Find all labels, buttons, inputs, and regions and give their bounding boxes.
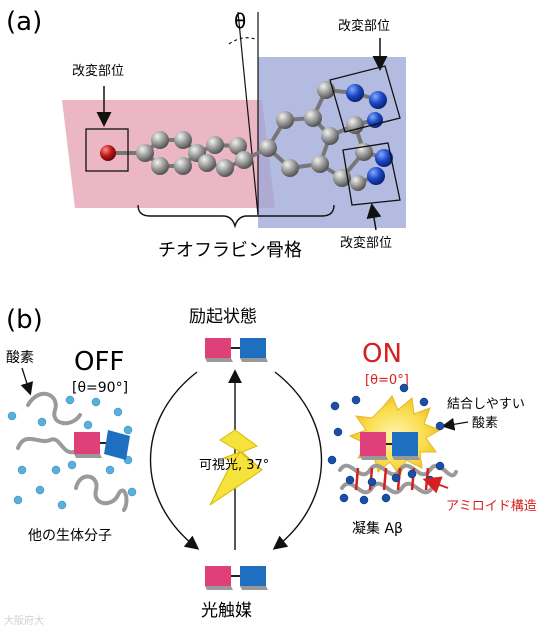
oxygen-molecules-on bbox=[327, 383, 445, 505]
mod-box-top-right bbox=[329, 65, 401, 133]
mod-label-top-right: 改変部位 bbox=[338, 18, 390, 34]
watermark: 大阪府大 bbox=[4, 614, 44, 627]
other-molecules-label: 他の生体分子 bbox=[28, 528, 112, 544]
bound-oxygen-line2: 酸素 bbox=[472, 416, 498, 431]
mod-label-bottom-right: 改変部位 bbox=[340, 235, 392, 251]
mod-label-left: 改変部位 bbox=[72, 63, 124, 79]
on-angle: [θ=0°] bbox=[365, 373, 409, 388]
catalyst-excited bbox=[205, 338, 268, 362]
carbon-atoms bbox=[136, 81, 373, 191]
oxygen-arrow bbox=[20, 367, 34, 396]
amyloid-arrow bbox=[422, 476, 449, 494]
lightning-tail-icon bbox=[209, 451, 263, 506]
excited-state-label: 励起状態 bbox=[189, 307, 257, 327]
theta-arc bbox=[228, 37, 259, 45]
decay-arrow-left bbox=[149, 371, 200, 550]
panel-b-label: (b) bbox=[6, 305, 43, 335]
catalyst-off bbox=[74, 430, 130, 460]
theta-line-tilted bbox=[237, 11, 259, 216]
light-label: 可視光, 37° bbox=[199, 458, 269, 473]
on-title: ON bbox=[362, 339, 402, 369]
oxygen-molecules-off bbox=[7, 395, 137, 510]
catalyst-on bbox=[360, 432, 420, 460]
bound-oxygen-line1: 結合しやすい bbox=[447, 397, 525, 412]
off-angle: [θ=90°] bbox=[72, 380, 128, 396]
photocatalyst-label: 光触媒 bbox=[201, 601, 252, 621]
amyloid-label: アミロイド構造 bbox=[446, 499, 537, 514]
arrow-mod-bottom-right bbox=[366, 203, 382, 231]
decay-arrow-right bbox=[272, 371, 323, 550]
panel-a-label: (a) bbox=[6, 7, 42, 37]
theta-symbol: θ bbox=[234, 9, 246, 33]
oxygen-label: 酸素 bbox=[6, 350, 34, 366]
mod-box-bottom-right bbox=[342, 142, 401, 206]
mod-box-left bbox=[85, 128, 129, 172]
biomolecule-strands bbox=[16, 391, 129, 512]
catalyst-ground bbox=[205, 566, 268, 590]
aggregate-label: 凝集 Aβ bbox=[352, 520, 403, 537]
bound-oxygen-arrow bbox=[441, 417, 469, 431]
pink-plane bbox=[62, 100, 275, 208]
oxygen-atom bbox=[100, 145, 116, 161]
off-title: OFF bbox=[74, 347, 124, 377]
skeleton-brace bbox=[137, 204, 335, 229]
skeleton-label: チオフラビン骨格 bbox=[158, 240, 302, 261]
